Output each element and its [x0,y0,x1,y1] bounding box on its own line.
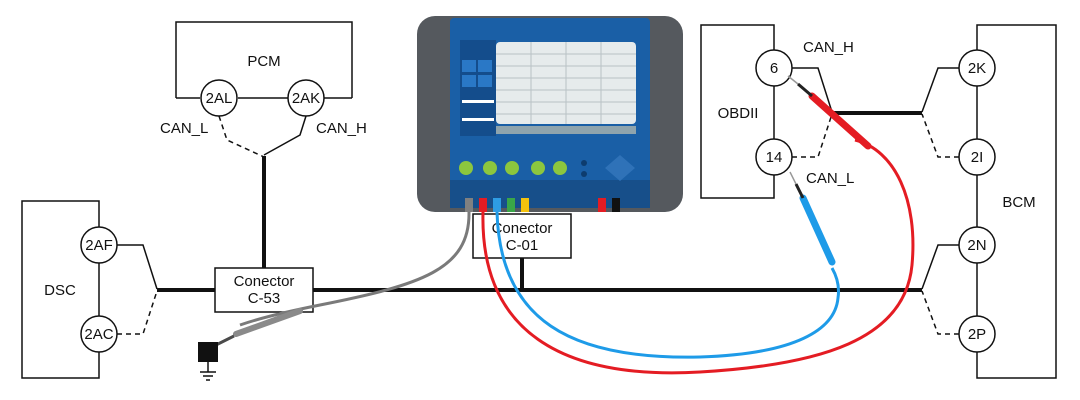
bcm-2k-wire [921,67,959,113]
obdii-label: OBDII [718,105,759,122]
bcm-box [976,24,1057,379]
c53-line1: Conector [234,273,295,290]
bcm-pin-2p-label: 2P [968,326,986,343]
pcm-can-l-wire [218,115,265,158]
c53-line2: C-53 [248,290,281,307]
bcm-label: BCM [1002,194,1035,211]
dsc-label: DSC [44,282,76,299]
obdii-pin-6-label: 6 [770,60,778,77]
bcm-pin-2n-label: 2N [967,237,986,254]
can-h-lead-wire [481,138,915,375]
connector-c53: Conector C-53 [214,267,314,313]
c01-line2: C-01 [506,237,539,254]
obdii-pin-14-label: 14 [766,149,783,166]
red-probe [787,75,872,150]
dsc-box [21,200,100,379]
pcm-can-l-label: CAN_L [160,120,208,137]
pcm-pin-2al-label: 2AL [206,90,233,107]
dsc-module: DSC 2AF 2AC [21,200,118,379]
device-probe-jacks [465,198,620,212]
pcm-can-h-wire [263,115,307,156]
dsc-can-h-wire [117,244,158,290]
pcm-pin-2ak-label: 2AK [292,90,320,107]
dsc-pin-2ac-label: 2AC [84,326,113,343]
dsc-can-l-wire [117,290,158,335]
pcm-box [175,21,353,98]
bcm-pin-2i-label: 2I [971,149,984,166]
bcm-2n-wire [921,244,959,290]
obdii-can-h-label: CAN_H [803,39,854,56]
pcm-label: PCM [247,53,280,70]
bcm-2i-wire [921,113,959,158]
bcm-module: BCM 2K 2I 2N 2P [958,24,1057,379]
bcm-pin-2k-label: 2K [968,60,986,77]
can-l-lead-wire [495,211,840,359]
blue-probe [789,171,836,266]
obdii-module: OBDII 6 14 CAN_H CAN_L [700,24,854,199]
connector-c01: Conector C-01 [472,213,572,259]
c01-line1: Conector [492,220,553,237]
ground-symbol-icon [200,371,216,381]
obdii-box [700,24,775,199]
bcm-2p-wire [921,290,959,335]
ground-lead-wire [239,211,471,327]
device-buttons [459,155,635,181]
obdii-can-h-wire [792,67,833,113]
obdii-can-l-wire [792,113,833,158]
pcm-can-h-label: CAN_H [316,120,367,137]
pcm-module: PCM 2AL 2AK CAN_L CAN_H [160,21,367,137]
dsc-pin-2af-label: 2AF [85,237,113,254]
ground-probe [198,308,303,372]
obdii-can-l-label: CAN_L [806,170,854,187]
diagnostic-scope-device [417,16,683,212]
